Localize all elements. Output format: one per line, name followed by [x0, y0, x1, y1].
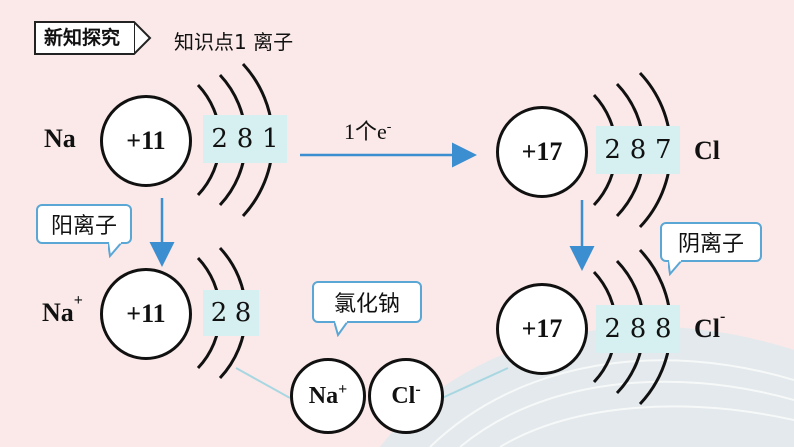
cl-ion-symbol-text: Cl: [694, 314, 720, 343]
electron-transfer-label: 1个e-: [344, 114, 391, 146]
anion-callout: 阴离子: [660, 222, 762, 262]
cation-callout: 阳离子: [36, 204, 132, 244]
cl-ion-charge: -: [720, 308, 726, 325]
na-shell-2: 8: [236, 124, 254, 154]
na-ion-shells: 2 8: [203, 290, 259, 336]
section-tag: 新知探究: [34, 21, 152, 55]
compound-cation: Na+: [290, 358, 366, 434]
cl-ion-shell-1: 2: [604, 314, 621, 344]
compound-anion: Cl-: [368, 358, 444, 434]
cl-shell-1: 2: [604, 135, 621, 165]
cl-atom-nucleus: +17: [496, 106, 588, 198]
na-atom-symbol: Na: [44, 124, 76, 153]
compound-anion-symbol: Cl: [391, 382, 416, 409]
cl-ion-shells: 2 8 8: [596, 305, 680, 353]
compound-anion-charge: -: [415, 381, 421, 398]
na-ion-shell-2: 8: [234, 298, 252, 328]
cl-ion-symbol: Cl-: [694, 308, 725, 344]
cl-atom-symbol: Cl: [694, 136, 720, 165]
electron-transfer-text: 1个e: [344, 119, 387, 144]
section-subtitle: 知识点1 离子: [174, 30, 294, 54]
na-atom-shells: 2 8 1: [203, 115, 287, 163]
cl-ion-nucleus: +17: [496, 283, 588, 375]
na-atom-nucleus: +11: [100, 95, 192, 187]
tag-arrow-icon: [134, 21, 152, 55]
compound-label: 氯化钠: [333, 292, 400, 317]
na-ion-symbol-text: Na: [42, 298, 74, 327]
compound-callout-tail-icon: [334, 321, 350, 337]
compound-callout: 氯化钠: [312, 281, 422, 323]
na-ion-connector: [235, 367, 291, 399]
cl-ion-shell-3: 8: [655, 314, 672, 344]
na-ion-symbol: Na+: [42, 292, 83, 328]
na-ion-charge: +: [73, 292, 83, 309]
cl-shell-3: 7: [655, 135, 672, 165]
cl-ion-connector: [441, 367, 509, 399]
na-ion-nucleus: +11: [100, 268, 192, 360]
cl-ion-shell-2: 8: [629, 314, 647, 344]
cl-shell-2: 8: [629, 135, 647, 165]
cation-callout-label: 阳离子: [50, 214, 117, 239]
na-shell-1: 2: [211, 124, 228, 154]
electron-charge: -: [386, 119, 392, 135]
cl-atom-shells: 2 8 7: [596, 126, 680, 174]
section-tag-label: 新知探究: [34, 21, 135, 55]
anion-callout-label: 阴离子: [677, 232, 744, 257]
na-ion-shell-1: 2: [210, 298, 228, 328]
compound-cation-symbol: Na: [308, 382, 339, 409]
na-shell-3: 1: [262, 124, 279, 154]
cation-callout-tail-icon: [108, 242, 124, 258]
compound-cation-charge: +: [338, 381, 348, 398]
anion-callout-tail-icon: [668, 260, 684, 276]
